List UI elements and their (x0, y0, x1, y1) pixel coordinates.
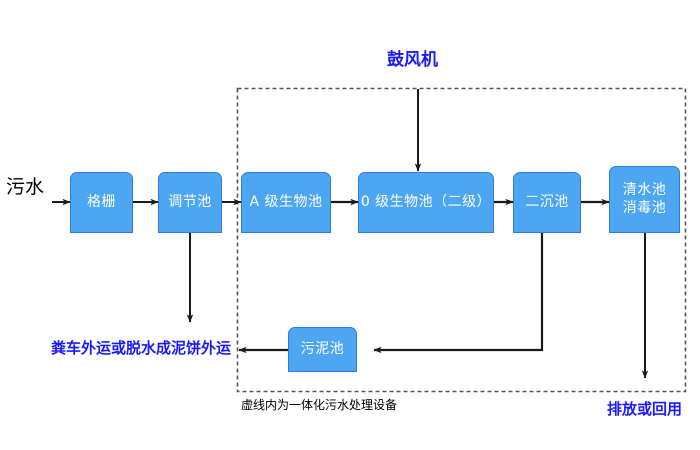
node-disinfection-tank-label-line2: 消毒池 (622, 199, 667, 216)
node-secondary-sedimentation-tank[interactable]: 二沉池 (513, 172, 581, 233)
node-o-stage-bioreactor-label: 0 级生物池（二级） (360, 193, 492, 210)
arrow-sed2-to-sludge (373, 233, 544, 354)
node-sludge-tank[interactable]: 污泥池 (288, 327, 357, 372)
node-regulating-tank[interactable]: 调节池 (158, 172, 222, 233)
node-a-stage-bioreactor-label: A 级生物池 (249, 193, 323, 210)
node-grid[interactable]: 格栅 (70, 172, 133, 233)
node-a-stage-bioreactor[interactable]: A 级生物池 (241, 172, 331, 233)
node-regulating-tank-label: 调节池 (168, 193, 212, 210)
node-sludge-tank-label: 污泥池 (300, 340, 345, 357)
node-grid-label: 格栅 (87, 193, 116, 210)
inlet-label: 污水 (6, 176, 45, 198)
discharge-reuse-label: 排放或回用 (607, 400, 683, 418)
node-clearwater-tank-label-line1: 清水池 (622, 182, 667, 198)
node-o-stage-bioreactor[interactable]: 0 级生物池（二级） (358, 172, 494, 233)
integrated-equipment-boundary (236, 87, 687, 393)
sludge-disposal-label: 粪车外运或脱水成泥饼外运 (51, 339, 232, 357)
blower-label: 鼓风机 (387, 50, 438, 70)
node-clearwater-disinfection-tank[interactable]: 清水池 消毒池 (609, 166, 680, 233)
node-secondary-sedimentation-tank-label: 二沉池 (525, 193, 569, 210)
integrated-equipment-caption: 虚线内为一体化污水处理设备 (241, 398, 398, 412)
